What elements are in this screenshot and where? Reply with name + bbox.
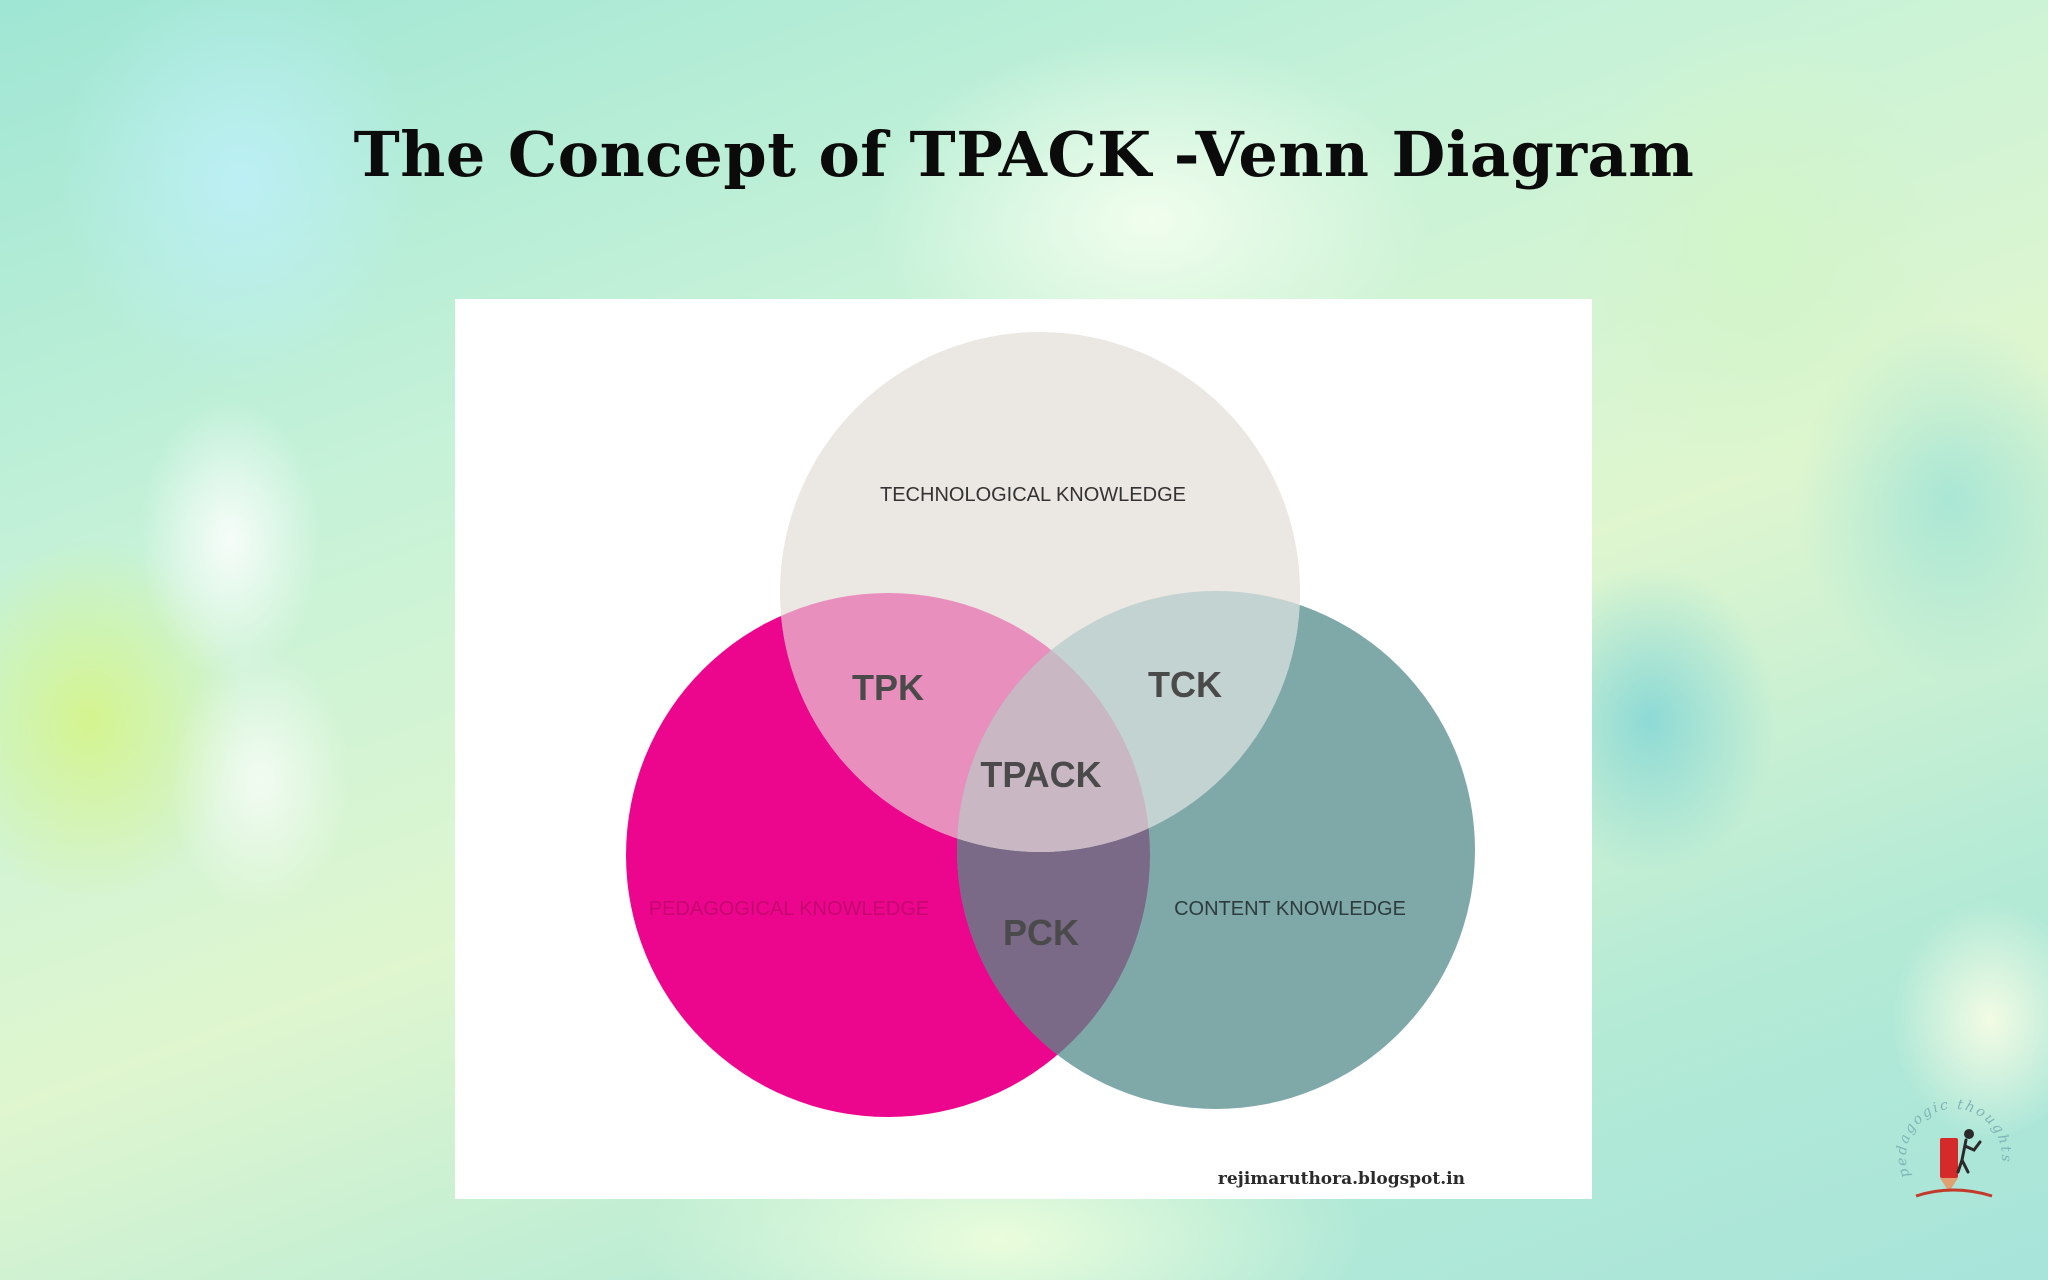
venn-diagram-panel: TECHNOLOGICAL KNOWLEDGE PEDAGOGICAL KNOW… [455, 299, 1592, 1199]
tpk-region [780, 593, 1150, 852]
page-title: The Concept of TPACK -Venn Diagram [353, 118, 1695, 191]
content-knowledge-label: CONTENT KNOWLEDGE [1174, 898, 1406, 920]
tpk-label: TPK [852, 667, 924, 708]
venn-diagram: TECHNOLOGICAL KNOWLEDGE PEDAGOGICAL KNOW… [626, 332, 1475, 1117]
pck-label: PCK [1003, 912, 1079, 953]
technological-knowledge-label: TECHNOLOGICAL KNOWLEDGE [880, 484, 1186, 506]
pedagogical-knowledge-label: PEDAGOGICAL KNOWLEDGE [649, 898, 929, 920]
tck-label: TCK [1148, 664, 1222, 705]
tpack-label: TPACK [980, 754, 1101, 795]
credit-text: rejimaruthora.blogspot.in [1217, 1169, 1465, 1189]
pedagogic-thoughts-logo: pedagogic thoughts [1894, 1097, 2012, 1198]
